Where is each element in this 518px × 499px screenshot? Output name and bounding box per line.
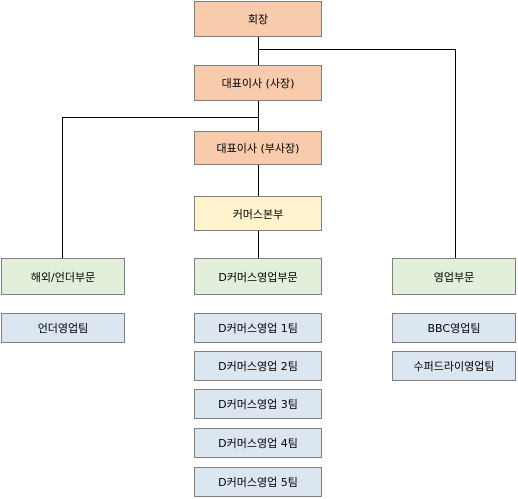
node-bbc-sales-team: BBC영업팀 [392, 313, 516, 343]
connector-sales-vertical [455, 49, 456, 258]
node-overseas-division-label: 해외/언더부문 [30, 270, 96, 284]
node-dcommerce-team-3: D커머스영업 3팀 [194, 389, 322, 419]
connector-overseas-vertical [62, 117, 63, 258]
node-dcommerce-team-5-label: D커머스영업 5팀 [218, 476, 298, 489]
node-dcommerce-team-2: D커머스영업 2팀 [194, 351, 322, 381]
node-dcommerce-team-1: D커머스영업 1팀 [194, 313, 322, 343]
connector-ceo-vp [258, 101, 259, 131]
node-dcommerce-division-label: D커머스영업부문 [218, 270, 298, 284]
node-sales-division-label: 영업부문 [433, 270, 475, 284]
node-commerce-hq-label: 커머스본부 [232, 207, 284, 221]
node-dcommerce-team-4-label: D커머스영업 4팀 [218, 437, 298, 450]
node-super-dry-sales-team-label: 수퍼드라이영업팀 [413, 360, 495, 373]
connector-ceo-overseas-horizontal [62, 117, 259, 118]
node-sales-division: 영업부문 [392, 258, 516, 295]
node-ceo-president-label: 대표이사 (사장) [221, 77, 295, 90]
node-dcommerce-team-1-label: D커머스영업 1팀 [218, 322, 298, 335]
node-ceo-vice-president: 대표이사 (부사장) [194, 131, 322, 165]
node-ceo-president: 대표이사 (사장) [194, 65, 322, 101]
connector-chairman-sales-horizontal [258, 49, 456, 50]
node-super-dry-sales-team: 수퍼드라이영업팀 [392, 351, 516, 381]
connector-chairman-ceo [258, 37, 259, 65]
node-overseas-division: 해외/언더부문 [1, 258, 125, 295]
node-dcommerce-team-3-label: D커머스영업 3팀 [218, 398, 298, 411]
node-under-sales-team-label: 언더영업팀 [37, 322, 89, 335]
node-chairman-label: 회장 [247, 13, 269, 26]
node-dcommerce-team-4: D커머스영업 4팀 [194, 428, 322, 458]
node-dcommerce-team-2-label: D커머스영업 2팀 [218, 360, 298, 373]
node-bbc-sales-team-label: BBC영업팀 [427, 322, 481, 335]
node-dcommerce-division: D커머스영업부문 [194, 258, 322, 295]
connector-vp-commerce [258, 165, 259, 196]
node-commerce-hq: 커머스본부 [194, 196, 322, 231]
node-dcommerce-team-5: D커머스영업 5팀 [194, 467, 322, 497]
node-under-sales-team: 언더영업팀 [1, 313, 125, 343]
connector-commerce-dcommerce [258, 231, 259, 258]
node-ceo-vice-president-label: 대표이사 (부사장) [216, 142, 300, 155]
node-chairman: 회장 [194, 1, 322, 37]
